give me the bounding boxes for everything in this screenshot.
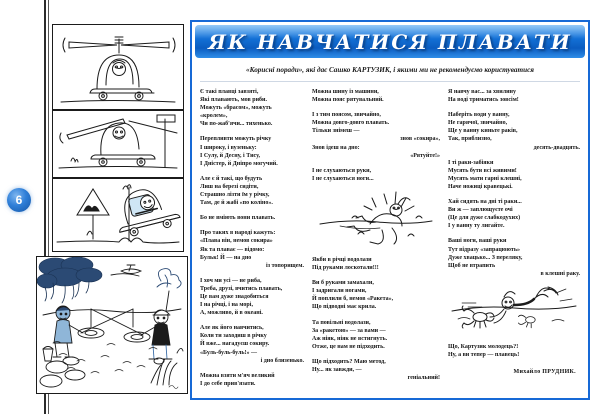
stanza: Ваші ноги, ваші руки Тут відразу «запрац… bbox=[448, 238, 523, 269]
article-panel: ЯК НАВЧАТИСЯ ПЛАВАТИ «Корисні поради», я… bbox=[190, 20, 590, 400]
stanza: знов «сокира», bbox=[400, 136, 440, 143]
column-3: Я навчу вас... за хвилину На воді тримат… bbox=[448, 88, 580, 395]
illustration-swimmer-chased-by-crayfish bbox=[448, 285, 580, 339]
stanza: І хоч ми усі — не риба, Треба, друзі, вч… bbox=[200, 277, 283, 317]
illustration-car-bumpy-road bbox=[52, 178, 184, 252]
stanza: в клешні раку. bbox=[540, 270, 580, 277]
article-title: ЯК НАВЧАТИСЯ ПЛАВАТИ bbox=[208, 29, 572, 54]
stanza: із топорищем. bbox=[265, 262, 304, 269]
stanza: Що, Картузик молодець?! Ну, а ви тепер —… bbox=[448, 343, 520, 358]
illustration-two-boys-fishing-pond bbox=[36, 256, 188, 394]
page-number: 6 bbox=[7, 188, 31, 212]
stanza: Можна шину із машини, Можна пояс рятувал… bbox=[312, 89, 384, 104]
author-signature: Михайло ПРУДНИК. bbox=[513, 369, 576, 376]
stanza: Та повільні водолази, За «ракетою» — за … bbox=[312, 319, 388, 350]
stanza: Що підходить? Маю метод, Ну... як завжди… bbox=[312, 358, 386, 373]
stanza: Але як його навчитись, Коли ти заходиш в… bbox=[200, 325, 270, 356]
stanza: Можна взяти м'яч великий І до себе прив'… bbox=[200, 372, 275, 387]
column-1: Є такі плавці завзяті, Які плавають, мов… bbox=[200, 88, 304, 395]
stanza: Про таких в народі кажуть: «Плава він, н… bbox=[200, 230, 276, 261]
stanza: Є такі плавці завзяті, Які плавають, мов… bbox=[200, 89, 273, 128]
stanza: І з тим поясом, звичайно, Можна довго-до… bbox=[312, 112, 390, 135]
stanza: Якби в річці водолази Під руками лоскота… bbox=[312, 256, 379, 272]
stanza: Перепливти можуть річку І широку, і вузе… bbox=[200, 136, 278, 167]
stanza: геніальний! bbox=[407, 375, 440, 382]
article-subtitle: «Корисні поради», які дає Сашко КАРТУЗИК… bbox=[246, 66, 534, 74]
stanza: десять-двадцять. bbox=[533, 144, 580, 151]
stanza: І не слухаються руки, І не слухаються но… bbox=[312, 167, 374, 182]
illustration-swimmer-splashing bbox=[312, 190, 440, 252]
stanza: Я навчу вас... за хвилину На воді тримат… bbox=[448, 89, 519, 104]
stanza: Наберіть води у ванну, Не гарячої, звича… bbox=[448, 112, 518, 143]
stanza: Знов ідеш на дно: bbox=[312, 144, 360, 151]
stanza: Але є й такі, що будуть Лиш на березі си… bbox=[200, 175, 273, 207]
column-2: Можна шину із машини, Можна пояс рятувал… bbox=[312, 88, 440, 395]
article-columns: Є такі плавці завзяті, Які плавають, мов… bbox=[192, 82, 588, 395]
page-spine-line bbox=[44, 0, 46, 414]
illustration-helicopter-car-top bbox=[52, 24, 184, 110]
stanza: «Рятуйте!» bbox=[410, 152, 440, 159]
article-banner: ЯК НАВЧАТИСЯ ПЛАВАТИ bbox=[195, 25, 585, 58]
illustration-rotor-car-middle bbox=[52, 110, 184, 178]
stanza: Бо не вміють вони плавать. bbox=[200, 215, 276, 222]
stanza: І ті раки-забіяки Мусять бути всі живими… bbox=[448, 159, 522, 190]
stanza: Ви б руками замахали, І задригали ногами… bbox=[312, 280, 394, 311]
page-spine-line-secondary bbox=[48, 0, 49, 414]
subtitle-divider bbox=[200, 81, 580, 82]
stanza: і дно близенько. bbox=[260, 357, 304, 364]
stanza: Хай сидять на дні ті раки... Ви ж — запл… bbox=[448, 199, 522, 230]
